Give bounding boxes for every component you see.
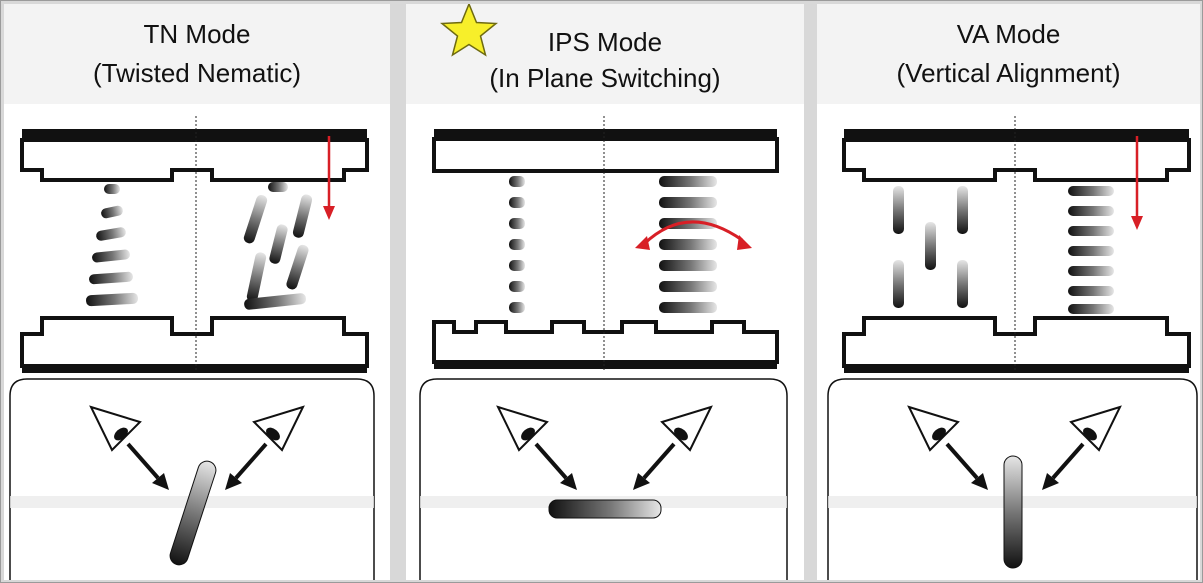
mode-subtitle: (Twisted Nematic) xyxy=(92,58,302,88)
arrow-icon xyxy=(1131,216,1143,230)
liquid-crystal-molecule xyxy=(86,184,139,307)
panel-tn-mode: TN Mode (Twisted Nematic) xyxy=(4,4,390,580)
bottom-electrode xyxy=(20,316,369,368)
arrow-icon xyxy=(323,206,335,220)
arrow-icon xyxy=(534,442,676,490)
va-cell-diagram xyxy=(827,116,1198,580)
rotation-arrow xyxy=(642,220,743,246)
top-electrode xyxy=(842,138,1191,182)
eye-icon xyxy=(496,405,549,452)
liquid-crystal-molecule xyxy=(243,182,313,310)
arrow-icon xyxy=(945,442,1085,490)
viewing-box xyxy=(9,378,375,580)
top-glass xyxy=(844,129,1189,140)
top-glass xyxy=(434,129,777,139)
eye-icon xyxy=(907,405,960,452)
panel-header: TN Mode (Twisted Nematic) xyxy=(4,4,390,104)
bottom-electrode xyxy=(432,320,779,364)
star-icon xyxy=(440,4,498,57)
ips-cell-diagram xyxy=(419,116,788,580)
bottom-electrode xyxy=(842,316,1191,368)
bottom-glass xyxy=(844,366,1189,373)
viewing-box xyxy=(419,378,788,580)
eye-icon xyxy=(89,405,142,452)
panel-va-mode: VA Mode (Vertical Alignment) xyxy=(817,4,1200,580)
mode-subtitle: (Vertical Alignment) xyxy=(896,58,1121,88)
arrow-icon xyxy=(635,236,650,250)
eye-icon xyxy=(1069,405,1122,452)
panel-header: VA Mode (Vertical Alignment) xyxy=(817,4,1200,104)
liquid-crystal-molecule xyxy=(659,176,717,313)
liquid-crystal-molecule xyxy=(169,460,217,566)
liquid-crystal-molecule xyxy=(1003,455,1023,569)
arrow-icon xyxy=(737,235,752,250)
eye-icon xyxy=(660,405,713,452)
bottom-glass xyxy=(434,362,777,369)
liquid-crystal-molecule xyxy=(509,176,525,313)
liquid-crystal-molecule xyxy=(1068,186,1114,314)
eye-icon xyxy=(252,405,305,452)
tn-cell-diagram xyxy=(9,116,375,580)
mode-title: IPS Mode xyxy=(547,27,663,57)
top-electrode xyxy=(432,137,779,173)
top-glass xyxy=(22,129,367,140)
panel-ips-mode: IPS Mode (In Plane Switching) xyxy=(406,4,804,580)
bottom-glass xyxy=(22,366,367,373)
liquid-crystal-molecule xyxy=(893,186,968,308)
mode-title: VA Mode xyxy=(956,19,1061,49)
arrow-icon xyxy=(126,442,268,490)
liquid-crystal-molecule xyxy=(548,499,662,519)
mode-subtitle: (In Plane Switching) xyxy=(489,63,721,93)
mode-title: TN Mode xyxy=(143,19,251,49)
top-electrode xyxy=(20,138,369,182)
